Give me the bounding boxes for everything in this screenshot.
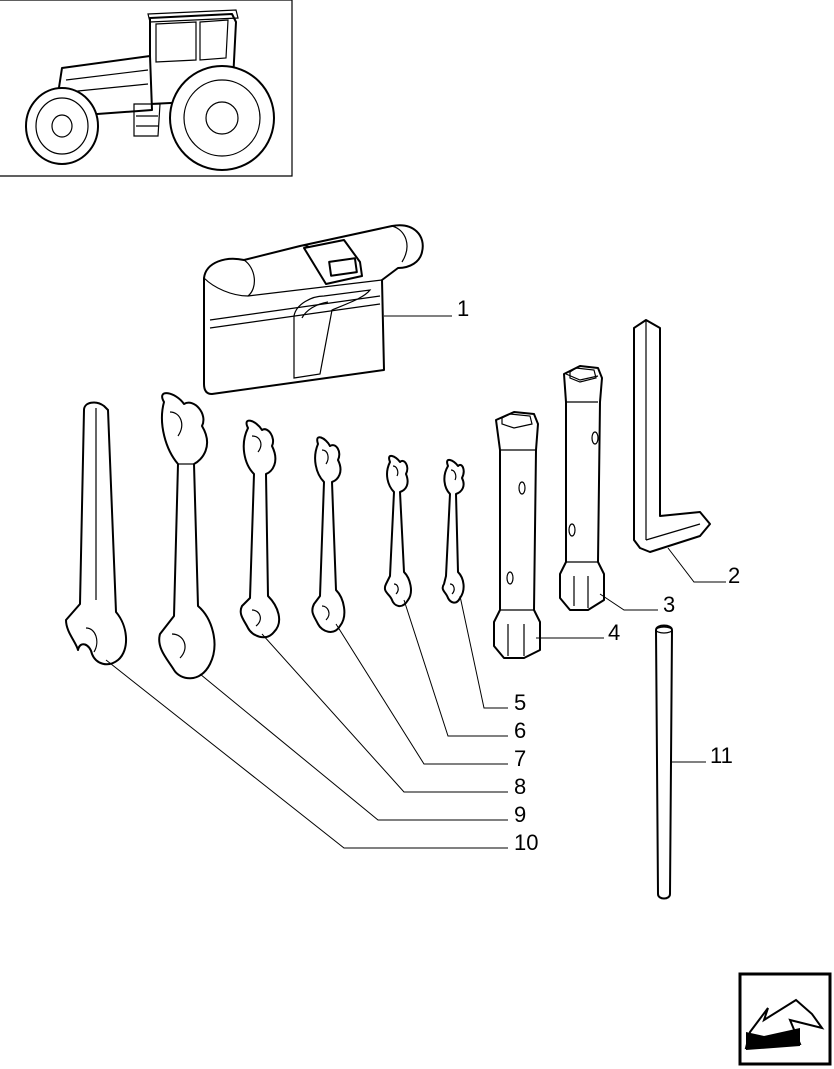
leader-lines [105, 315, 726, 849]
wrench-5 [441, 459, 465, 604]
wrench-9 [158, 392, 216, 680]
label-3: 3 [663, 592, 675, 617]
wrench-10 [65, 401, 127, 666]
box-spanner-large [559, 365, 605, 611]
wrench-7 [311, 436, 346, 633]
arrow-back-icon[interactable] [738, 972, 832, 1066]
label-1: 1 [457, 296, 469, 321]
rod [655, 624, 673, 900]
label-10: 10 [514, 830, 538, 855]
label-6: 6 [514, 718, 526, 743]
label-8: 8 [514, 774, 526, 799]
label-11: 11 [710, 743, 733, 768]
tool-bag [203, 224, 424, 395]
wrench-6 [383, 455, 412, 607]
tractor-icon [0, 0, 293, 177]
label-5: 5 [514, 690, 526, 715]
label-2: 2 [728, 563, 740, 588]
hex-key [633, 319, 711, 553]
box-spanner-small [493, 411, 541, 659]
label-9: 9 [514, 802, 526, 827]
label-7: 7 [514, 746, 526, 771]
wrench-8 [239, 419, 281, 639]
label-4: 4 [608, 620, 620, 645]
